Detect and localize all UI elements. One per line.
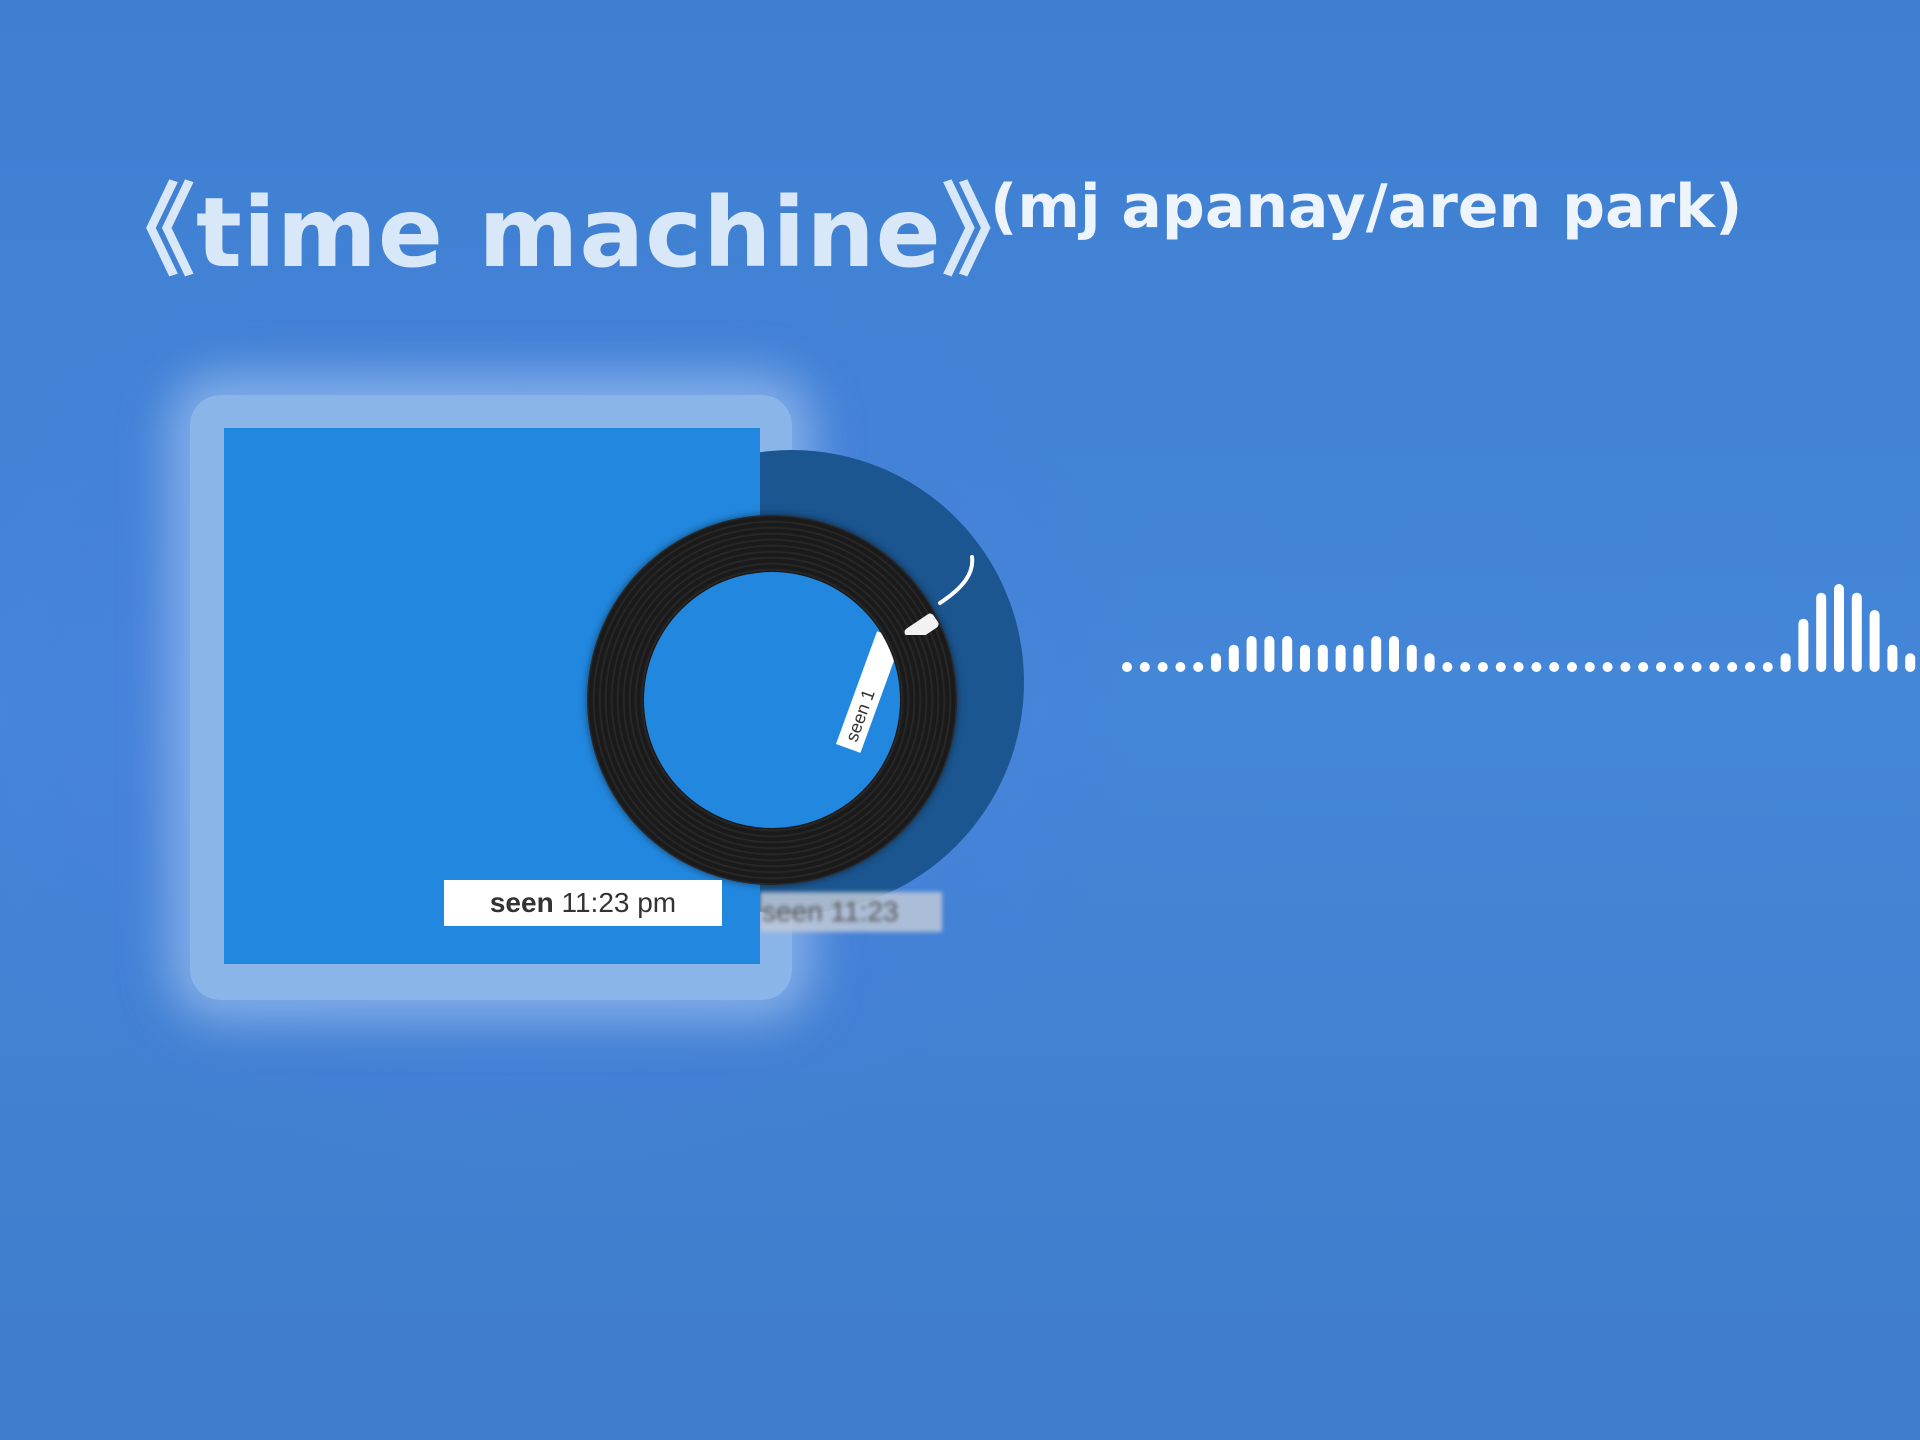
waveform-bar: [1353, 644, 1364, 672]
waveform-bar: [1798, 618, 1809, 672]
waveform-bar: [1762, 662, 1773, 672]
waveform-bar: [1834, 584, 1844, 672]
tonearm-icon: [904, 555, 975, 635]
waveform-bar: [1478, 662, 1488, 672]
song-title: 《time machine》: [95, 150, 1043, 295]
waveform-bar: [1638, 662, 1649, 672]
waveform-bar: [1246, 636, 1257, 672]
waveform-bar: [1620, 662, 1631, 672]
waveform-bar: [1495, 662, 1506, 672]
waveform-bar: [1211, 653, 1221, 672]
waveform-bar: [1193, 662, 1204, 672]
waveform-bar: [1727, 662, 1738, 672]
artist-credit: (mj apanay/aren park): [990, 172, 1743, 242]
waveform-bar: [1869, 610, 1880, 672]
waveform-bar: [1335, 644, 1346, 672]
title-text: time machine: [196, 177, 942, 289]
waveform-bar: [1157, 662, 1168, 672]
waveform-bar: [1122, 662, 1132, 672]
waveform-bar: [1549, 662, 1560, 672]
audio-waveform: [1122, 584, 1916, 672]
record-center-label: seen 1: [644, 572, 900, 828]
waveform-bar: [1887, 644, 1898, 672]
waveform-bar: [1816, 592, 1827, 672]
waveform-bar: [1424, 653, 1435, 672]
waveform-bar: [1442, 662, 1453, 672]
seen-time: 11:23 pm: [561, 887, 677, 918]
waveform-bar: [1691, 662, 1702, 672]
waveform-bar: [1656, 662, 1666, 672]
waveform-bar: [1905, 653, 1916, 672]
waveform-bar: [1709, 662, 1720, 672]
vinyl-record: seen 1: [587, 515, 957, 885]
waveform-bar: [1300, 644, 1310, 672]
waveform-bar: [1567, 662, 1577, 672]
waveform-bar: [1851, 592, 1862, 672]
waveform-bar: [1317, 644, 1328, 672]
waveform-bar: [1264, 636, 1275, 672]
record-label-tag: seen 1: [836, 631, 900, 753]
waveform-bar: [1745, 662, 1755, 672]
waveform-bar: [1602, 662, 1613, 672]
waveform-bar: [1139, 662, 1150, 672]
waveform-bar: [1175, 662, 1186, 672]
waveform-bar: [1460, 662, 1471, 672]
waveform-bar: [1371, 636, 1382, 672]
waveform-bar: [1780, 653, 1791, 672]
waveform-bar: [1389, 636, 1399, 672]
waveform-bar: [1673, 662, 1684, 672]
waveform-bar: [1228, 644, 1239, 672]
waveform-bar: [1282, 636, 1293, 672]
waveform-bar: [1513, 662, 1524, 672]
seen-timestamp-tag: seen 11:23 pm: [444, 880, 722, 926]
blurred-seen-reflection: seen 11:23: [760, 892, 942, 932]
waveform-bar: [1406, 644, 1417, 672]
title-open-bracket: 《: [95, 173, 196, 290]
waveform-bar: [1531, 662, 1542, 672]
title-close-bracket: 》: [941, 173, 1043, 290]
waveform-bar: [1584, 662, 1595, 672]
seen-word: seen: [489, 887, 554, 918]
